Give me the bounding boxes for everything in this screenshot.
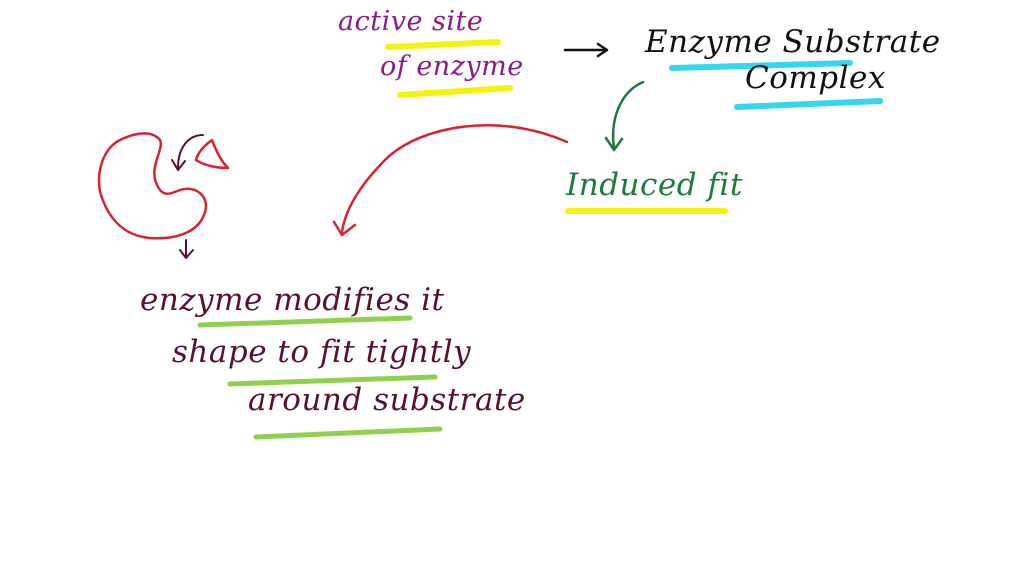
note-line2: shape to fit tightly [172, 334, 471, 370]
yellow-highlight-2 [397, 85, 513, 98]
enzyme-shape-icon [97, 132, 208, 240]
green-highlight-2 [227, 374, 438, 387]
complex-label-line2: Complex [745, 60, 886, 96]
yellow-highlight-1 [385, 39, 501, 50]
note-line1: enzyme modifies it [140, 282, 444, 318]
red-curved-arrow-icon [332, 124, 569, 237]
induced-fit-label: Induced fit [565, 167, 743, 203]
green-highlight-3 [253, 426, 443, 440]
green-highlight-1 [197, 315, 413, 328]
complex-label-line1: Enzyme Substrate [644, 24, 941, 60]
right-arrow-icon [563, 42, 609, 58]
substrate-arrow-icon [171, 134, 204, 171]
cyan-highlight-1 [669, 60, 853, 71]
active-site-label-line1: active site [338, 6, 483, 37]
note-line3: around substrate [248, 382, 526, 418]
cyan-highlight-2 [734, 98, 883, 110]
green-down-arrow-icon [604, 80, 645, 152]
active-site-label-line2: of enzyme [380, 51, 524, 82]
down-arrow-icon [179, 239, 194, 259]
substrate-shape-icon [194, 138, 230, 170]
